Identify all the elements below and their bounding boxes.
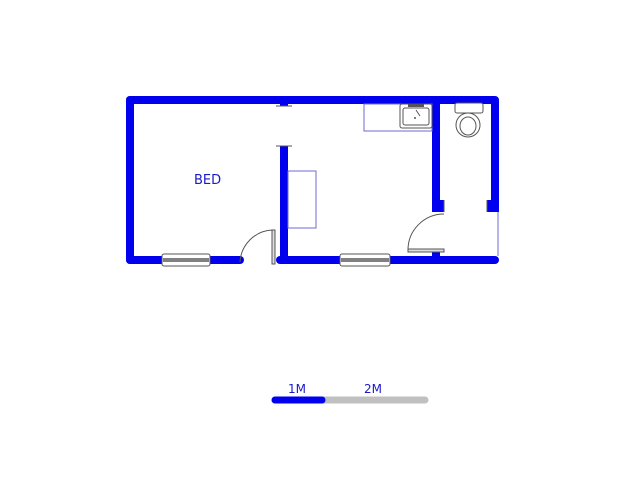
toilet-icon	[454, 102, 484, 138]
interior-wall-bed	[280, 146, 288, 260]
cupboard	[287, 170, 317, 229]
sink-icon	[399, 103, 433, 129]
window-bed	[161, 253, 211, 267]
interior-wall-bathroom	[432, 100, 440, 212]
window-kitchen	[339, 253, 391, 267]
scale-label-1m: 1M	[288, 382, 306, 396]
scale-label-2m: 2M	[364, 382, 382, 396]
door-bathroom	[407, 213, 445, 253]
door-bed	[239, 229, 276, 265]
walls	[126, 96, 499, 264]
room-label-bed: BED	[194, 173, 222, 188]
